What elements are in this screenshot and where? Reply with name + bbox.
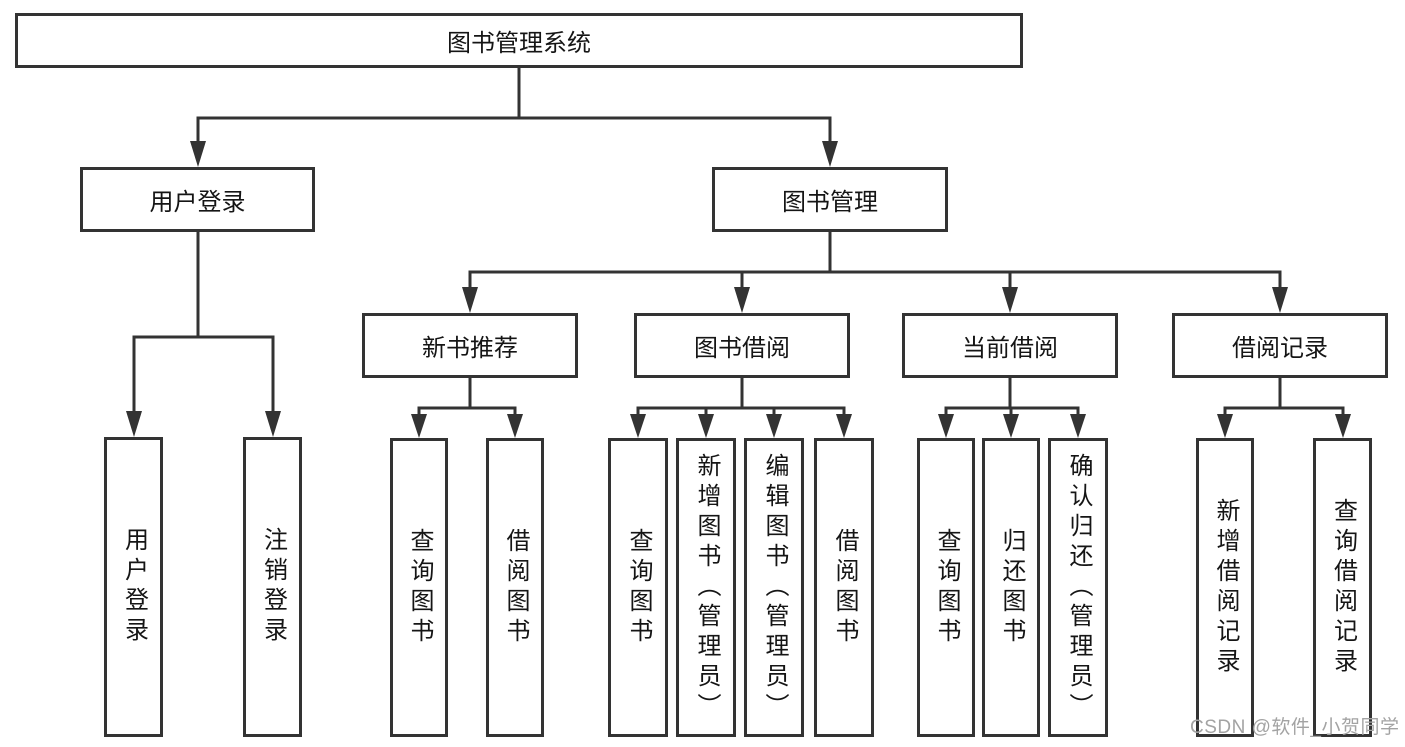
node-current-borrow: 当前借阅	[902, 313, 1118, 378]
connectors-book-borrow	[630, 378, 852, 438]
connectors-new-book-recommend	[411, 378, 523, 438]
node-leaf-query-books-recommend: 查询图书	[390, 438, 448, 737]
node-book-management: 图书管理	[712, 167, 948, 232]
node-new-book-recommend: 新书推荐	[362, 313, 578, 378]
node-leaf-query-borrow-record: 查询借阅记录	[1313, 438, 1372, 737]
node-leaf-query-books-borrow: 查询图书	[608, 438, 668, 737]
connectors-current-borrow	[938, 378, 1086, 438]
node-root: 图书管理系统	[15, 13, 1023, 68]
node-leaf-confirm-return-admin: 确认归还（管理员）	[1048, 438, 1108, 737]
node-borrow-records: 借阅记录	[1172, 313, 1388, 378]
node-book-borrow: 图书借阅	[634, 313, 850, 378]
node-leaf-edit-book-admin: 编辑图书（管理员）	[744, 438, 804, 737]
node-leaf-borrow-books: 借阅图书	[814, 438, 874, 737]
node-user-login: 用户登录	[80, 167, 315, 232]
node-leaf-add-book-admin: 新增图书（管理员）	[676, 438, 736, 737]
node-leaf-user-login: 用户登录	[104, 437, 163, 737]
connectors-user-login	[126, 232, 281, 437]
node-leaf-add-borrow-record: 新增借阅记录	[1196, 438, 1254, 737]
node-leaf-return-book: 归还图书	[982, 438, 1040, 737]
watermark: CSDN @软件_小贺同学	[1190, 717, 1400, 738]
node-leaf-query-books-current: 查询图书	[917, 438, 975, 737]
connectors-root	[190, 68, 838, 167]
connectors-borrow-records	[1217, 378, 1351, 438]
node-leaf-logout: 注销登录	[243, 437, 302, 737]
node-leaf-borrow-books-recommend: 借阅图书	[486, 438, 544, 737]
connectors-book-management	[462, 232, 1288, 313]
